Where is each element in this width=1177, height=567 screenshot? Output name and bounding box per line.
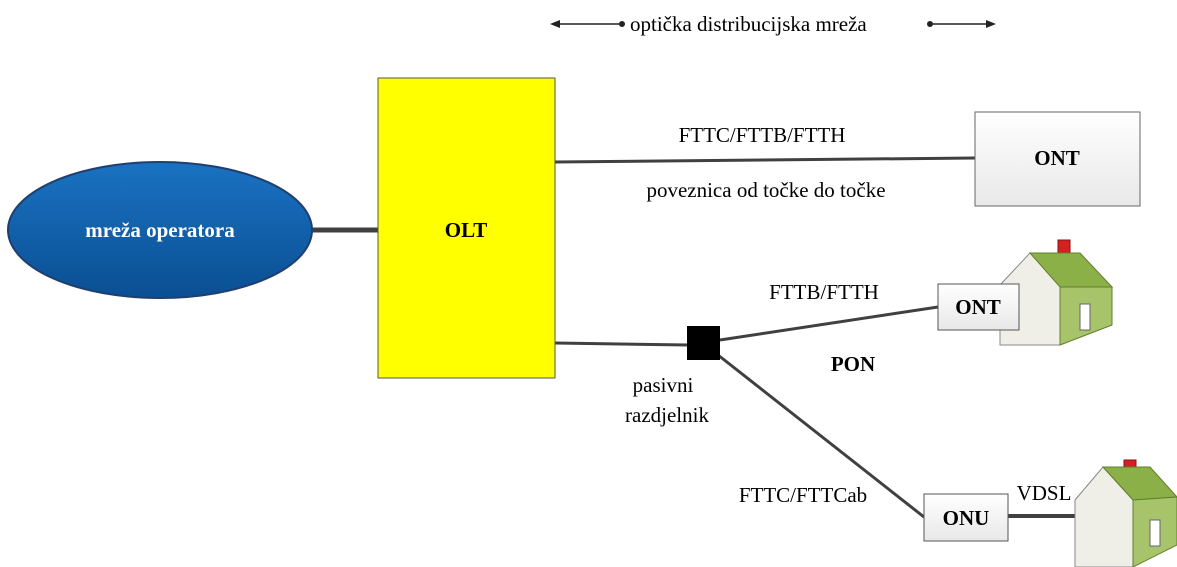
p2p-description-label: poveznica od točke do točke (646, 178, 885, 202)
olt-label: OLT (445, 218, 487, 242)
olt-to-ont-top-link (554, 156, 976, 164)
house-icon (1074, 459, 1177, 567)
onu-node: ONU (923, 493, 1009, 542)
pon-lower-branch-label: FTTC/FTTCab (739, 483, 867, 507)
splitter-to-ont-middle-link (719, 305, 939, 342)
ont-top-box (974, 111, 1141, 207)
splitter-label-line2: razdjelnik (625, 403, 709, 427)
splitter-square (687, 326, 720, 360)
optical-network-label: optička distribucijska mreža (630, 12, 867, 36)
p2p-type-label: FTTC/FTTB/FTTH (679, 123, 846, 147)
splitter-to-onu-link (717, 353, 925, 519)
onu-box (923, 493, 1009, 542)
ont-top-label: ONT (1034, 146, 1080, 170)
span-dot-left (619, 21, 625, 27)
optical-network-span-indicator: optička distribucijska mreža (550, 12, 996, 36)
connection-lines (310, 156, 1085, 519)
olt-node: OLT (377, 77, 556, 379)
splitter-label-line1: pasivni (633, 373, 694, 397)
passive-splitter-node: pasivni razdjelnik (625, 326, 720, 427)
ont-middle-label: ONT (955, 295, 1001, 319)
house-door (1079, 303, 1091, 331)
operator-network-ellipse (7, 161, 313, 299)
span-arrow-left-head (550, 20, 560, 28)
operator-network-label: mreža operatora (85, 218, 235, 242)
ont-middle-box (937, 283, 1020, 331)
olt-to-splitter-link (554, 341, 689, 347)
span-dot-right (927, 21, 933, 27)
vdsl-label: VDSL (1017, 481, 1072, 505)
house-door (1149, 519, 1161, 547)
span-arrow-right-head (986, 20, 996, 28)
onu-label: ONU (943, 506, 990, 530)
ont-top-node: ONT (974, 111, 1141, 207)
house-roof (1101, 466, 1177, 501)
operator-network-node: mreža operatora (7, 161, 313, 299)
pon-upper-branch-label: FTTB/FTTH (769, 280, 879, 304)
ont-middle-node: ONT (937, 283, 1020, 331)
pon-label: PON (831, 352, 875, 376)
olt-box (377, 77, 556, 379)
